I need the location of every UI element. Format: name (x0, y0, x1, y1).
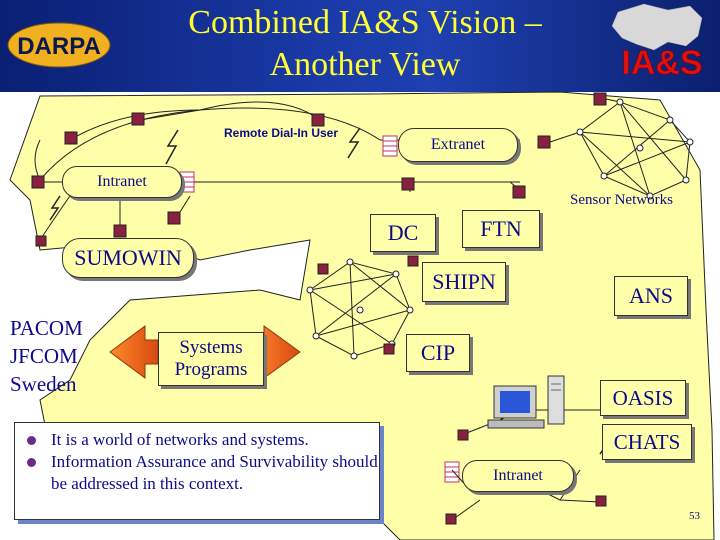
sumowin-box: SUMOWIN (62, 238, 194, 278)
chats-box: CHATS (602, 424, 692, 460)
bullet-item: It is a world of networks and systems. (27, 429, 379, 451)
intranet-top-box: Intranet (62, 166, 182, 198)
intranet-bottom-label: Intranet (493, 467, 543, 484)
extranet-label: Extranet (430, 136, 486, 153)
lightning-bolt (165, 129, 179, 165)
pacom-label: PACOM JFCOM Sweden (10, 314, 83, 398)
pacom-line-2: JFCOM (10, 344, 78, 368)
cip-box: CIP (406, 334, 470, 372)
shipn-label: SHIPN (432, 269, 496, 294)
title-line-1: Combined IA&S Vision – (188, 4, 542, 41)
dc-label: DC (387, 220, 419, 245)
sumowin-label: SUMOWIN (74, 245, 182, 270)
programs-label: Programs (174, 359, 248, 380)
mesh-outer-nodes (317, 255, 419, 355)
darpa-logo: DARPA (7, 22, 111, 68)
ans-box: ANS (614, 276, 688, 316)
pacom-line-3: Sweden (10, 372, 77, 396)
ans-label: ANS (628, 283, 673, 308)
nodes (31, 112, 526, 247)
ftn-label: FTN (480, 216, 522, 241)
bullet-box: It is a world of networks and systems. I… (14, 422, 380, 520)
title-line-2: Another View (269, 46, 461, 83)
systems-programs-box: Systems Programs (158, 332, 264, 386)
dc-box: DC (370, 214, 436, 252)
pacom-line-1: PACOM (10, 316, 83, 340)
ias-logo-text: IA&S (621, 44, 702, 82)
bullet-item: Information Assurance and Survivability … (27, 451, 379, 495)
lightning-bolt (49, 195, 61, 221)
firewall-icons (179, 135, 460, 483)
oasis-box: OASIS (600, 380, 686, 416)
extranet-box: Extranet (398, 128, 518, 162)
sensor-nodes (537, 92, 607, 149)
sensor-networks-label: Sensor Networks (570, 192, 673, 208)
chats-label: CHATS (613, 429, 681, 454)
slide-title: Combined IA&S Vision – Another View (150, 2, 580, 86)
systems-label: Systems (179, 337, 243, 358)
oasis-label: OASIS (612, 385, 674, 410)
lightning-bolt (347, 127, 361, 159)
cip-label: CIP (420, 340, 456, 365)
intranet-bottom-box: Intranet (462, 460, 574, 492)
intranet-top-label: Intranet (97, 173, 147, 190)
darpa-logo-text: DARPA (17, 33, 101, 60)
page-number: 53 (689, 510, 700, 522)
sensor-mesh-nodes (576, 98, 694, 200)
bullet-list: It is a world of networks and systems. I… (15, 429, 379, 495)
remote-user-label: Remote Dial-In User (224, 126, 339, 140)
central-mesh (309, 261, 411, 357)
ftn-box: FTN (462, 210, 540, 248)
header-bar (0, 0, 720, 92)
ias-logo: IA&S (611, 3, 703, 82)
computer-icon (487, 375, 565, 429)
shipn-box: SHIPN (422, 262, 506, 302)
